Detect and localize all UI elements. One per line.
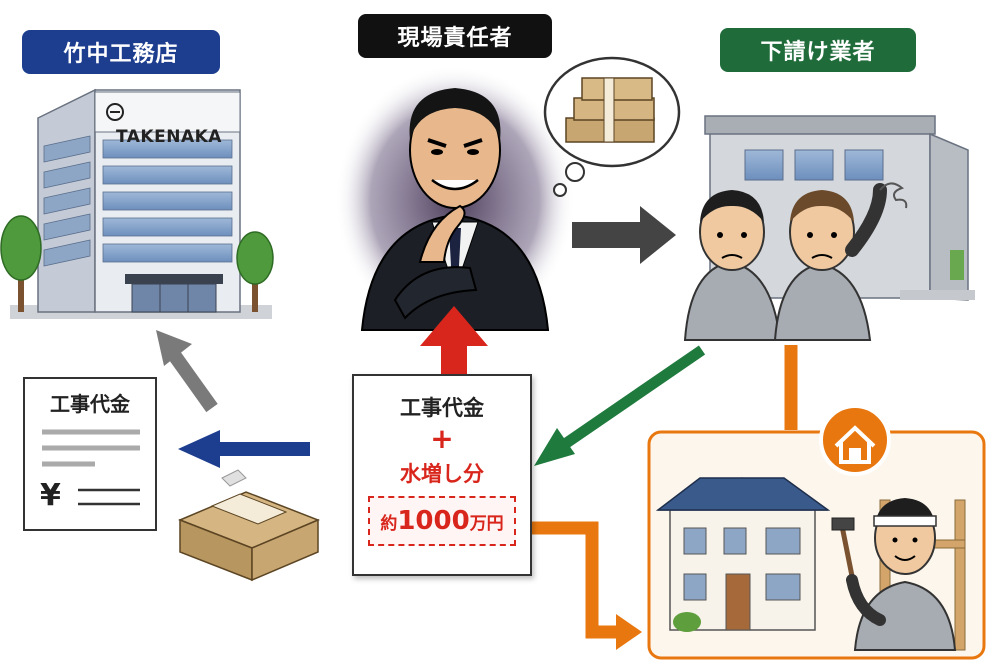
label-manager: 現場責任者 <box>358 14 552 58</box>
arrow-subcontractor-to-box <box>534 345 706 466</box>
label-subcontractor: 下請け業者 <box>720 28 916 72</box>
tree-icon <box>0 215 274 312</box>
box-line-payment: 工事代金 <box>400 396 484 420</box>
house-icon <box>655 477 831 632</box>
amount-unit: 万円 <box>469 513 504 534</box>
arrow-to-takenaka <box>156 330 218 413</box>
thought-bubble-icon <box>543 56 681 197</box>
invoice-title: 工事代金 <box>50 392 130 416</box>
money-bundle-icon <box>565 77 655 143</box>
money-bundle-icon <box>178 469 320 582</box>
arrow-box-to-house <box>528 521 642 650</box>
currency-symbol: ¥ <box>40 478 61 513</box>
businessman-icon <box>335 65 575 335</box>
amount-prefix: 約 <box>380 513 398 534</box>
carpenter-icon <box>831 498 966 651</box>
amount-number: 1000 <box>397 506 470 536</box>
invoice-icon <box>23 377 157 531</box>
workers-icon <box>683 182 908 341</box>
box-plus: + <box>430 422 454 455</box>
box-line-padding: 水増し分 <box>400 462 484 486</box>
house-badge-icon <box>819 404 891 476</box>
arrow-manager-to-subcontractor <box>572 206 676 264</box>
office-building-icon <box>10 88 272 319</box>
arrow-money-to-invoice <box>178 430 310 468</box>
label-takenaka: 竹中工務店 <box>22 30 220 74</box>
arrow-up-to-manager <box>420 306 488 376</box>
building-sign: TAKENAKA <box>116 127 222 147</box>
